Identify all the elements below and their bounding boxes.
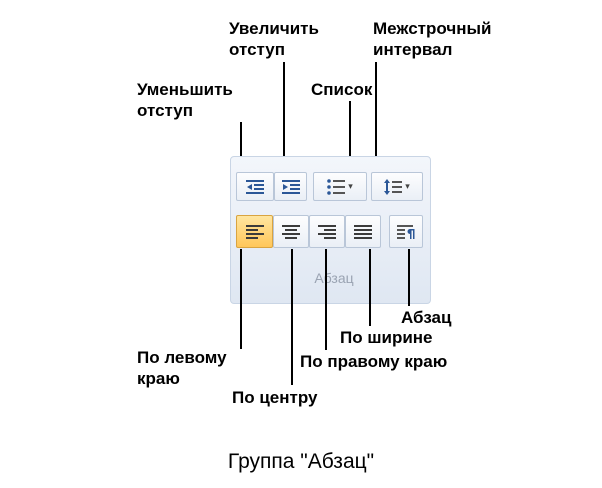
callout-line: интервал bbox=[373, 40, 453, 59]
decrease-indent-button[interactable] bbox=[236, 172, 274, 201]
leader-line-justify bbox=[369, 249, 371, 326]
increase-indent-button[interactable] bbox=[274, 172, 307, 201]
justify-icon bbox=[354, 224, 372, 239]
bullet-list-icon bbox=[327, 178, 346, 195]
line-spacing-icon bbox=[384, 178, 403, 195]
callout-line: Межстрочный bbox=[373, 19, 492, 38]
callout-increase-indent: Увеличить отступ bbox=[229, 18, 319, 60]
callout-align-left: По левому краю bbox=[137, 347, 227, 389]
callout-justify: По ширине bbox=[340, 328, 433, 347]
callout-align-center: По центру bbox=[232, 388, 318, 407]
chevron-down-icon: ▾ bbox=[405, 181, 410, 191]
callout-list: Список bbox=[311, 80, 373, 99]
align-right-button[interactable] bbox=[309, 215, 345, 248]
leader-line-line-spacing bbox=[375, 62, 377, 170]
paragraph-settings-button[interactable] bbox=[389, 215, 423, 248]
leader-line-increase-indent bbox=[283, 62, 285, 170]
leader-line-list bbox=[349, 101, 351, 170]
leader-line-align-left bbox=[240, 249, 242, 349]
line-spacing-button[interactable]: ▾ bbox=[371, 172, 423, 201]
align-center-button[interactable] bbox=[273, 215, 309, 248]
callout-line-spacing: Межстрочный интервал bbox=[373, 18, 491, 60]
callout-line: отступ bbox=[137, 101, 193, 120]
leader-line-decrease-indent bbox=[240, 122, 242, 170]
callout-line: Уменьшить bbox=[137, 80, 233, 99]
decrease-indent-icon bbox=[246, 179, 264, 194]
figure-caption: Группа "Абзац" bbox=[227, 450, 375, 473]
align-left-icon bbox=[245, 224, 264, 239]
justify-button[interactable] bbox=[345, 215, 381, 248]
leader-line-paragraph bbox=[408, 249, 410, 306]
align-center-icon bbox=[282, 224, 300, 239]
chevron-down-icon: ▾ bbox=[348, 181, 353, 191]
callout-align-right: По правому краю bbox=[300, 352, 448, 371]
group-label: Абзац bbox=[314, 270, 354, 286]
callout-decrease-indent: Уменьшить отступ bbox=[137, 79, 233, 121]
callout-line: отступ bbox=[229, 40, 285, 59]
callout-line: По левому bbox=[137, 348, 227, 367]
leader-line-align-center bbox=[291, 249, 293, 385]
bullet-list-button[interactable]: ▾ bbox=[313, 172, 367, 201]
increase-indent-icon bbox=[281, 179, 300, 194]
callout-line: Увеличить bbox=[229, 19, 319, 38]
align-right-icon bbox=[318, 224, 336, 239]
callout-paragraph: Абзац bbox=[401, 308, 452, 327]
leader-line-align-right bbox=[325, 249, 327, 350]
callout-line: краю bbox=[137, 369, 180, 388]
align-left-button[interactable] bbox=[236, 215, 273, 248]
paragraph-settings-icon bbox=[397, 224, 415, 239]
